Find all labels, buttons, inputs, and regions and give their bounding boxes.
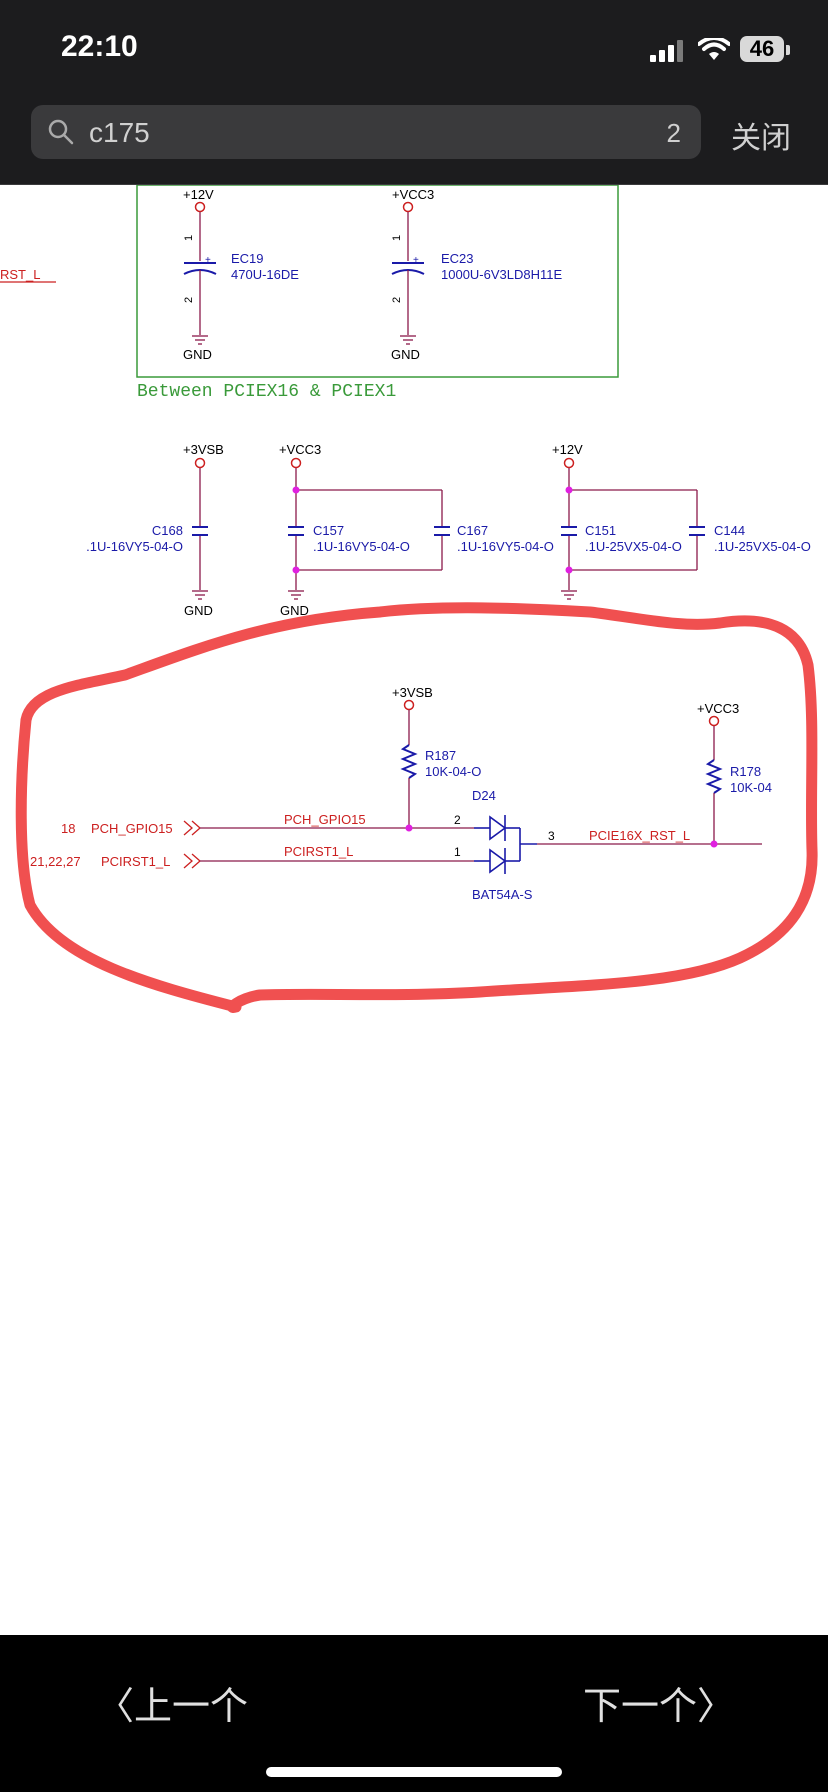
value-label: .1U-16VY5-04-O — [86, 539, 183, 554]
prev-label: 上一个 — [134, 1684, 249, 1728]
ref-label: C157 — [313, 523, 344, 538]
net-label: PCIRST1_L — [284, 844, 353, 859]
net-label: PCH_GPIO15 — [284, 812, 366, 827]
rail-label: +12V — [183, 187, 214, 202]
next-label: 下一个 — [583, 1684, 698, 1728]
edge-net-label: RST_L — [0, 267, 40, 282]
ref-label: D24 — [472, 788, 496, 803]
ref-label: C151 — [585, 523, 616, 538]
offpage-connector — [183, 853, 201, 869]
group-box-label: Between PCIEX16 & PCIEX1 — [137, 382, 396, 402]
search-match-count: 2 — [666, 118, 681, 148]
value-label: 10K-04-O — [425, 764, 481, 779]
close-button[interactable]: 关闭 — [731, 121, 791, 156]
rail-label: +VCC3 — [279, 442, 321, 457]
ref-label: C167 — [457, 523, 488, 538]
pin-number: 1 — [183, 235, 195, 241]
signal-icon — [650, 40, 683, 62]
capacitor-pair-12v: +12V C151 .1U-25VX5-04-O C144 .1U-25VX5-… — [552, 442, 811, 618]
value-label: .1U-16VY5-04-O — [313, 539, 410, 554]
bottom-bar: 〈上一个 下一个〉 — [0, 1635, 828, 1792]
ref-label: R187 — [425, 748, 456, 763]
prev-match-button[interactable]: 〈上一个 — [96, 1675, 248, 1730]
rail-label: +VCC3 — [697, 701, 739, 716]
schematic-drawing: Between PCIEX16 & PCIEX1 RST_L +12V + 1 … — [0, 184, 818, 1013]
value-label: 470U-16DE — [231, 267, 299, 282]
value-label: BAT54A-S — [472, 887, 533, 902]
value-label: .1U-25VX5-04-O — [714, 539, 811, 554]
rail-terminal — [402, 201, 414, 213]
value-label: .1U-16VY5-04-O — [457, 539, 554, 554]
reset-circuit: +3VSB R187 10K-04-O +VCC3 R178 10K-04 18… — [30, 685, 772, 902]
ref-label: C168 — [152, 523, 183, 538]
pin-number: 1 — [454, 845, 461, 859]
search-input[interactable]: c175 — [89, 117, 150, 148]
rail-terminal — [194, 201, 206, 213]
capacitor-pair-vcc3: +VCC3 C157 .1U-16VY5-04-O C167 .1U-16VY5… — [279, 442, 554, 618]
home-indicator[interactable] — [266, 1767, 562, 1777]
search-icon — [48, 119, 74, 145]
pin-number: 2 — [454, 813, 461, 827]
battery-tip — [786, 45, 790, 55]
pin-number: 2 — [183, 297, 195, 303]
value-label: 1000U-6V3LD8H11E — [441, 267, 562, 282]
schematic-view[interactable]: Between PCIEX16 & PCIEX1 RST_L +12V + 1 … — [0, 184, 828, 1635]
status-time: 22:10 — [61, 30, 138, 63]
ref-label: EC23 — [441, 251, 474, 266]
rail-label: +12V — [552, 442, 583, 457]
rail-label: +3VSB — [183, 442, 224, 457]
rail-label: +VCC3 — [392, 187, 434, 202]
ref-label: EC19 — [231, 251, 264, 266]
chevron-left-icon: 〈 — [96, 1684, 135, 1728]
wifi-icon — [698, 38, 730, 60]
capacitor-ec19: +12V + 1 2 EC19 470U-16DE GND — [183, 187, 299, 362]
page-ref: 21,22,27 — [30, 854, 81, 869]
net-label: PCIE16X_RST_L — [589, 828, 690, 843]
search-field[interactable]: c175 2 — [31, 105, 701, 159]
page-ref: 18 — [61, 821, 75, 836]
capacitor-c168: +3VSB C168 .1U-16VY5-04-O GND — [86, 442, 224, 618]
port-label: PCH_GPIO15 — [91, 821, 173, 836]
annotation-circle — [15, 602, 818, 1013]
gnd-label: GND — [280, 603, 309, 618]
pin-number: 2 — [391, 297, 403, 303]
gnd-label: GND — [184, 603, 213, 618]
ref-label: C144 — [714, 523, 745, 538]
next-match-button[interactable]: 下一个〉 — [583, 1675, 735, 1730]
group-box — [136, 184, 619, 378]
ref-label: R178 — [730, 764, 761, 779]
rail-label: +3VSB — [392, 685, 433, 700]
pin-number: 1 — [391, 235, 403, 241]
gnd-label: GND — [391, 347, 420, 362]
port-label: PCIRST1_L — [101, 854, 170, 869]
chevron-right-icon: 〉 — [697, 1684, 736, 1728]
gnd-label: GND — [183, 347, 212, 362]
svg-text:+: + — [413, 255, 419, 266]
battery-icon: 46 — [740, 36, 784, 62]
capacitor-ec23: +VCC3 + 1 2 EC23 1000U-6V3LD8H11E GND — [391, 187, 562, 362]
top-bar: 22:10 46 c175 2 关闭 — [0, 0, 828, 185]
value-label: .1U-25VX5-04-O — [585, 539, 682, 554]
pin-number: 3 — [548, 829, 555, 843]
value-label: 10K-04 — [730, 780, 772, 795]
offpage-connector — [183, 820, 201, 836]
svg-text:+: + — [205, 255, 211, 266]
